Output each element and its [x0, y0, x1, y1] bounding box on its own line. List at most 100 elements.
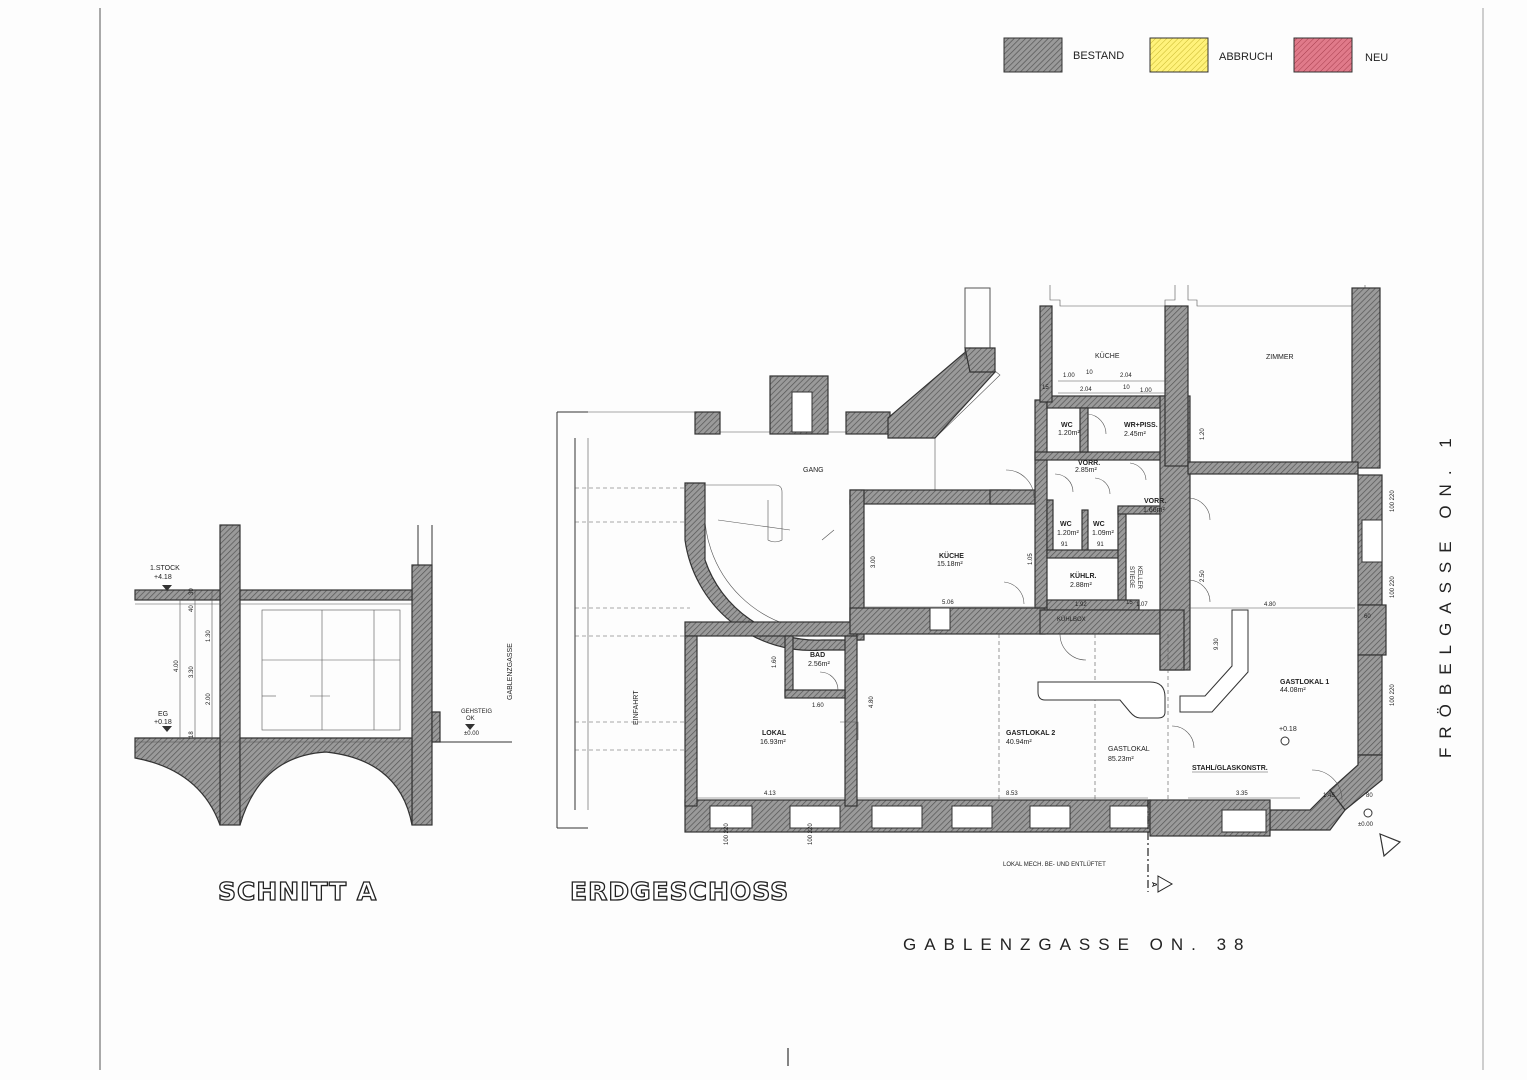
dim-15b: 15 — [1126, 600, 1133, 606]
dim-2-04b: 2.04 — [1080, 387, 1092, 393]
wc3-area: 1.09m² — [1092, 530, 1114, 537]
gastlokal1-area: 44.08m² — [1280, 687, 1306, 694]
window-dim-d: 100 220 — [1390, 576, 1396, 598]
dim-4-80b: 4.80 — [869, 696, 875, 708]
level-marker-icon — [1280, 736, 1290, 746]
gastlokal1-name: GASTLOKAL 1 — [1280, 679, 1329, 686]
dim-1-00a: 1.00 — [1063, 373, 1075, 379]
section-stock-level: +4.18 — [154, 574, 172, 581]
kueche-name: KÜCHE — [939, 551, 964, 560]
dim-3-35: 3.35 — [1236, 791, 1248, 797]
kuehlr-name: KÜHLR. — [1070, 571, 1096, 580]
dim-3-00: 3.00 — [871, 556, 877, 568]
gastlokal-area: 85.23m² — [1108, 756, 1134, 763]
vorr1-area: 2.85m² — [1075, 467, 1097, 474]
legend-neu-label: NEU — [1365, 52, 1388, 64]
section-gehsteig-label: GEHSTEIG — [461, 709, 492, 715]
dim-1-45: 1.45 — [1323, 793, 1335, 799]
vorr1-name: VORR. — [1078, 460, 1100, 467]
zimmer-label: ZIMMER — [1266, 354, 1294, 361]
stiege-label: STIEGE — [1128, 566, 1134, 588]
dim-1-05: 1.05 — [1028, 553, 1034, 565]
dim-8-53: 8.53 — [1006, 791, 1018, 797]
gang-label: GANG — [803, 467, 824, 474]
section-column-left — [219, 524, 241, 826]
section-street-label: GABLENZGASSE — [507, 643, 514, 700]
window-dim-e: 100 220 — [1390, 684, 1396, 706]
section-cut-label: A — [1150, 882, 1157, 887]
dim-9-30: 9.30 — [1214, 638, 1220, 650]
wrpiss-area: 2.45m² — [1124, 431, 1146, 438]
corner-level: ±0.00 — [1358, 822, 1374, 828]
lokal-area: 16.93m² — [760, 739, 786, 746]
legend-bestand-swatch — [1003, 37, 1063, 73]
gastlokal2-name: GASTLOKAL 2 — [1006, 730, 1055, 737]
corner-level-icon — [1363, 808, 1373, 818]
wc1-name: WC — [1061, 422, 1073, 429]
wc2-area: 1.20m² — [1057, 530, 1079, 537]
section-dim-30: 30 — [189, 588, 195, 595]
street-right-label: FRÖBELGASSE ON. 1 — [1436, 429, 1455, 758]
gastlokal-name: GASTLOKAL — [1108, 746, 1150, 753]
section-gehsteig-ok: OK — [466, 716, 475, 722]
section-cut-arrow-icon — [1157, 875, 1174, 893]
section-dim-130: 1.30 — [206, 630, 212, 642]
kuehlr-area: 2.88m² — [1070, 582, 1092, 589]
section-dim-40: 40 — [189, 605, 195, 612]
dim-1-07: 1.07 — [1136, 602, 1148, 608]
kuehlbox-label: KÜHLBOX — [1057, 616, 1086, 623]
vorr2-area: 1.66m² — [1143, 507, 1165, 514]
dim-5-06: 5.06 — [942, 600, 954, 606]
dim-91a: 91 — [1061, 542, 1068, 548]
section-dim-330: 3.30 — [189, 666, 195, 678]
section-eg-level: +0.18 — [154, 719, 172, 726]
window-dim-a: 100 220 — [724, 823, 730, 845]
kueche-area: 15.18m² — [937, 561, 963, 568]
section-eg-label: EG — [158, 711, 168, 718]
wrpiss-name: WR+PISS. — [1124, 422, 1158, 429]
vorr2-name: VORR. — [1144, 498, 1166, 505]
keller-label: KELLER — [1136, 566, 1142, 590]
dim-80: 80 — [1366, 793, 1373, 799]
dim-1-00b: 1.00 — [1140, 388, 1152, 394]
legend-neu-swatch — [1293, 37, 1353, 73]
ventilation-note: LOKAL MECH. BE- UND ENTLÜFTET — [1003, 861, 1106, 868]
lokal-name: LOKAL — [762, 730, 787, 737]
street-bottom-label: GABLENZGASSE ON. 38 — [903, 935, 1252, 954]
section-column-right — [411, 564, 433, 826]
dim-1-60b: 1.60 — [812, 703, 824, 709]
bad-area: 2.56m² — [808, 661, 830, 668]
dim-15a: 15 — [1042, 385, 1049, 391]
erdgeschoss-title: ERDGESCHOSS — [570, 877, 789, 906]
window-dim-c: 100 220 — [1390, 490, 1396, 512]
north-arrow-icon — [1379, 833, 1402, 858]
dim-1-20: 1.20 — [1200, 428, 1206, 440]
legend-abbruch-label: ABBRUCH — [1219, 51, 1273, 63]
wc3-name: WC — [1093, 521, 1105, 528]
section-dim-400: 4.00 — [174, 660, 180, 672]
dim-91b: 91 — [1097, 542, 1104, 548]
dim-2-50: 2.50 — [1200, 570, 1206, 582]
kueche-top-label: KÜCHE — [1095, 352, 1120, 360]
schnitt-a-title: SCHNITT A — [218, 877, 377, 906]
dim-2-04a: 2.04 — [1120, 373, 1132, 379]
wc1-area: 1.20m² — [1058, 430, 1080, 437]
dim-1-92: 1.92 — [1075, 602, 1087, 608]
legend-abbruch-swatch — [1149, 37, 1209, 73]
legend: BESTAND ABBRUCH NEU — [1003, 37, 1388, 73]
dim-1-60a: 1.60 — [772, 656, 778, 668]
floor-plan-ground: EINFAHRT GANG — [556, 285, 1402, 893]
wc2-name: WC — [1060, 521, 1072, 528]
dim-60: 60 — [1364, 614, 1371, 620]
level-label: +0.18 — [1279, 726, 1297, 733]
window-dim-b: 100 220 — [808, 823, 814, 845]
dim-4-13: 4.13 — [764, 791, 776, 797]
dim-10b: 10 — [1123, 385, 1130, 391]
section-stock-label: 1.STOCK — [150, 565, 180, 572]
section-dim-18: 18 — [189, 731, 195, 738]
einfahrt-label: EINFAHRT — [633, 690, 640, 725]
stahl-label: STAHL/GLASKONSTR. — [1192, 765, 1268, 772]
legend-bestand-label: BESTAND — [1073, 50, 1124, 62]
